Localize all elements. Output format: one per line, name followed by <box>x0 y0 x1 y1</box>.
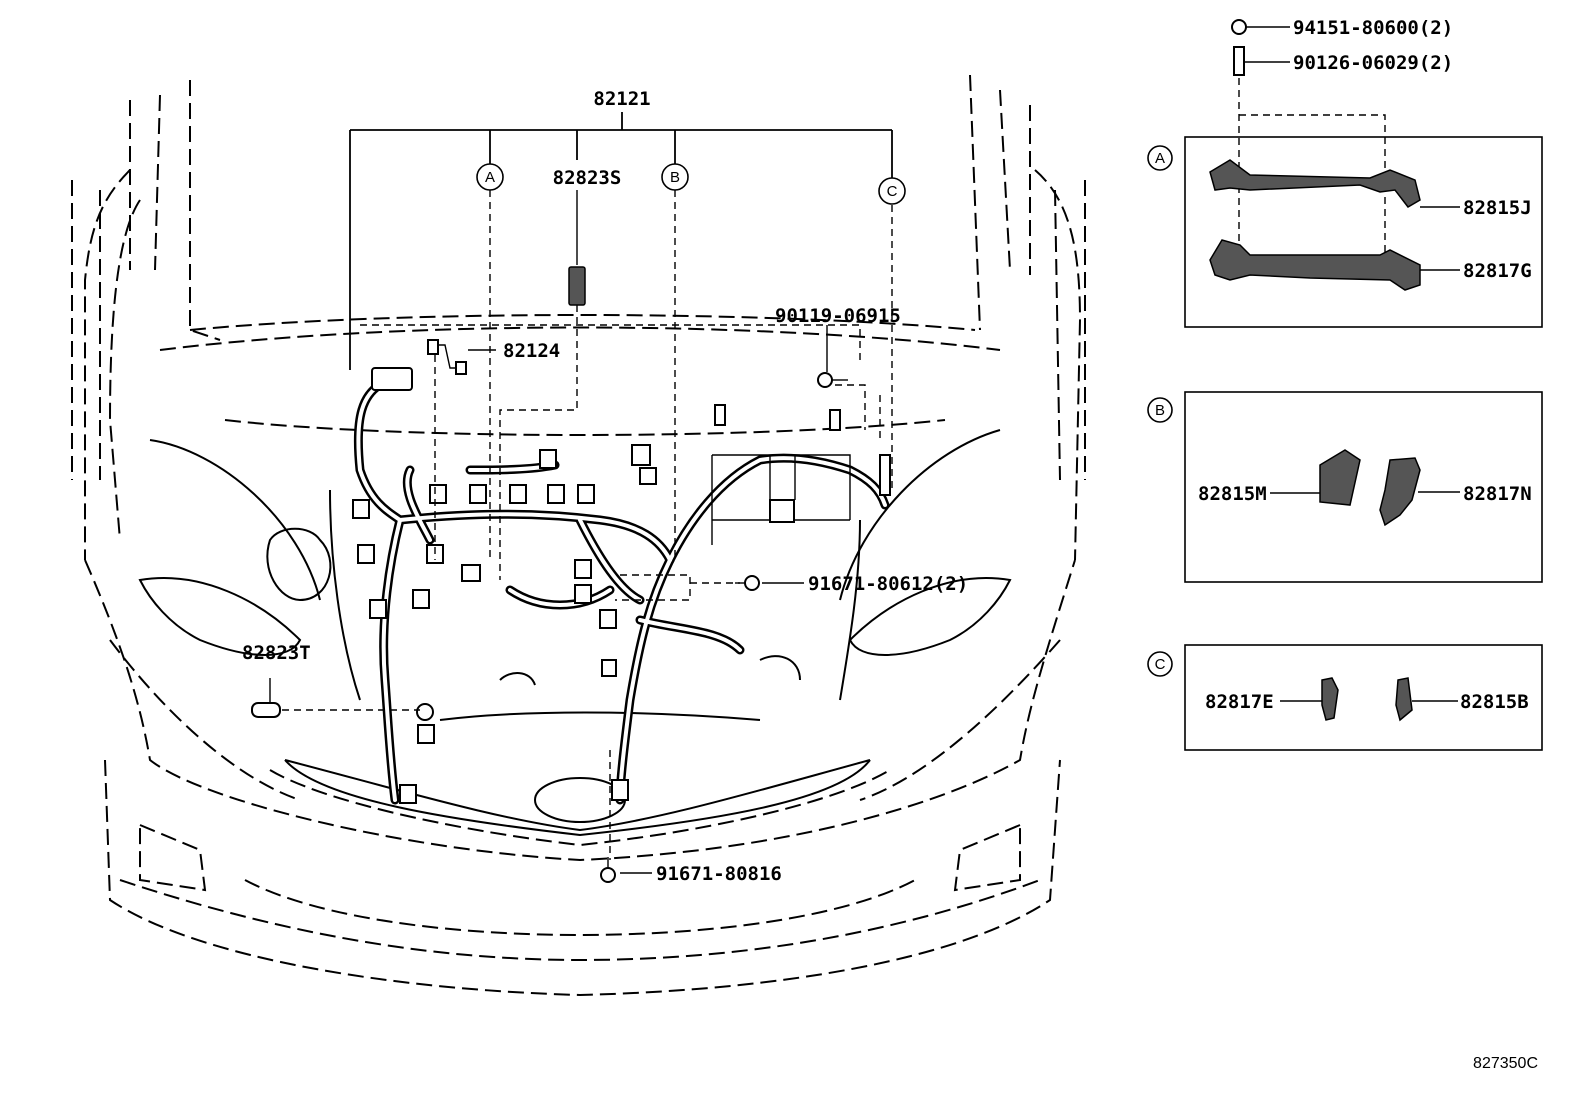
stud-90126 <box>1233 46 1245 76</box>
clamp-82815B <box>1395 677 1413 722</box>
callout-c-main: C <box>878 177 906 205</box>
clamp-82817N <box>1379 457 1421 527</box>
vehicle-body-outline <box>71 74 1086 997</box>
svg-text:C: C <box>887 183 898 200</box>
bolt-91671-80816 <box>600 867 616 883</box>
svg-text:A: A <box>1155 150 1165 167</box>
part-labels: 82121 82823S 82124 90119-06915 91671-806… <box>242 17 1538 1072</box>
detail-box-c: C <box>1147 644 1543 751</box>
bolt-90119 <box>817 372 833 388</box>
svg-text:C: C <box>1155 656 1166 673</box>
hardware-parts <box>251 19 1386 883</box>
detail-box-b: B <box>1147 391 1543 583</box>
protector-82815M <box>1319 449 1361 506</box>
label-91671-80612: 91671-80612(2) <box>808 573 968 595</box>
reference-lines <box>269 112 893 874</box>
label-82823T: 82823T <box>242 642 311 664</box>
label-90119-06915: 90119-06915 <box>775 305 901 327</box>
label-91671-80816: 91671-80816 <box>656 863 782 885</box>
callout-b-main: B <box>661 163 689 191</box>
label-82817G: 82817G <box>1463 260 1532 282</box>
label-82815J: 82815J <box>1463 197 1532 219</box>
engine-wire-harness <box>352 367 891 805</box>
protector-82817G <box>1209 239 1421 291</box>
clamp-82817E <box>1321 677 1339 721</box>
harness-bracket-detail <box>615 384 881 601</box>
protector-82815J <box>1209 159 1421 208</box>
callout-a-main: A <box>476 163 504 191</box>
label-82121: 82121 <box>593 88 650 110</box>
label-82815B: 82815B <box>1460 691 1529 713</box>
label-90126-06029: 90126-06029(2) <box>1293 52 1453 74</box>
diagram-code: 827350C <box>1473 1055 1538 1072</box>
label-82124: 82124 <box>503 340 560 362</box>
grommet-82823T <box>251 702 281 718</box>
label-82823S: 82823S <box>553 167 622 189</box>
svg-text:A: A <box>485 169 495 186</box>
label-82817E: 82817E <box>1205 691 1274 713</box>
bolt-91671-80612 <box>744 575 760 591</box>
label-82815M: 82815M <box>1198 483 1267 505</box>
clip-82823S <box>568 266 586 306</box>
detail-box-a: A <box>1147 136 1543 328</box>
label-94151-80600: 94151-80600(2) <box>1293 17 1453 39</box>
svg-text:B: B <box>670 169 680 186</box>
label-82817N: 82817N <box>1463 483 1532 505</box>
svg-text:B: B <box>1155 402 1165 419</box>
nut-94151 <box>1231 19 1247 35</box>
